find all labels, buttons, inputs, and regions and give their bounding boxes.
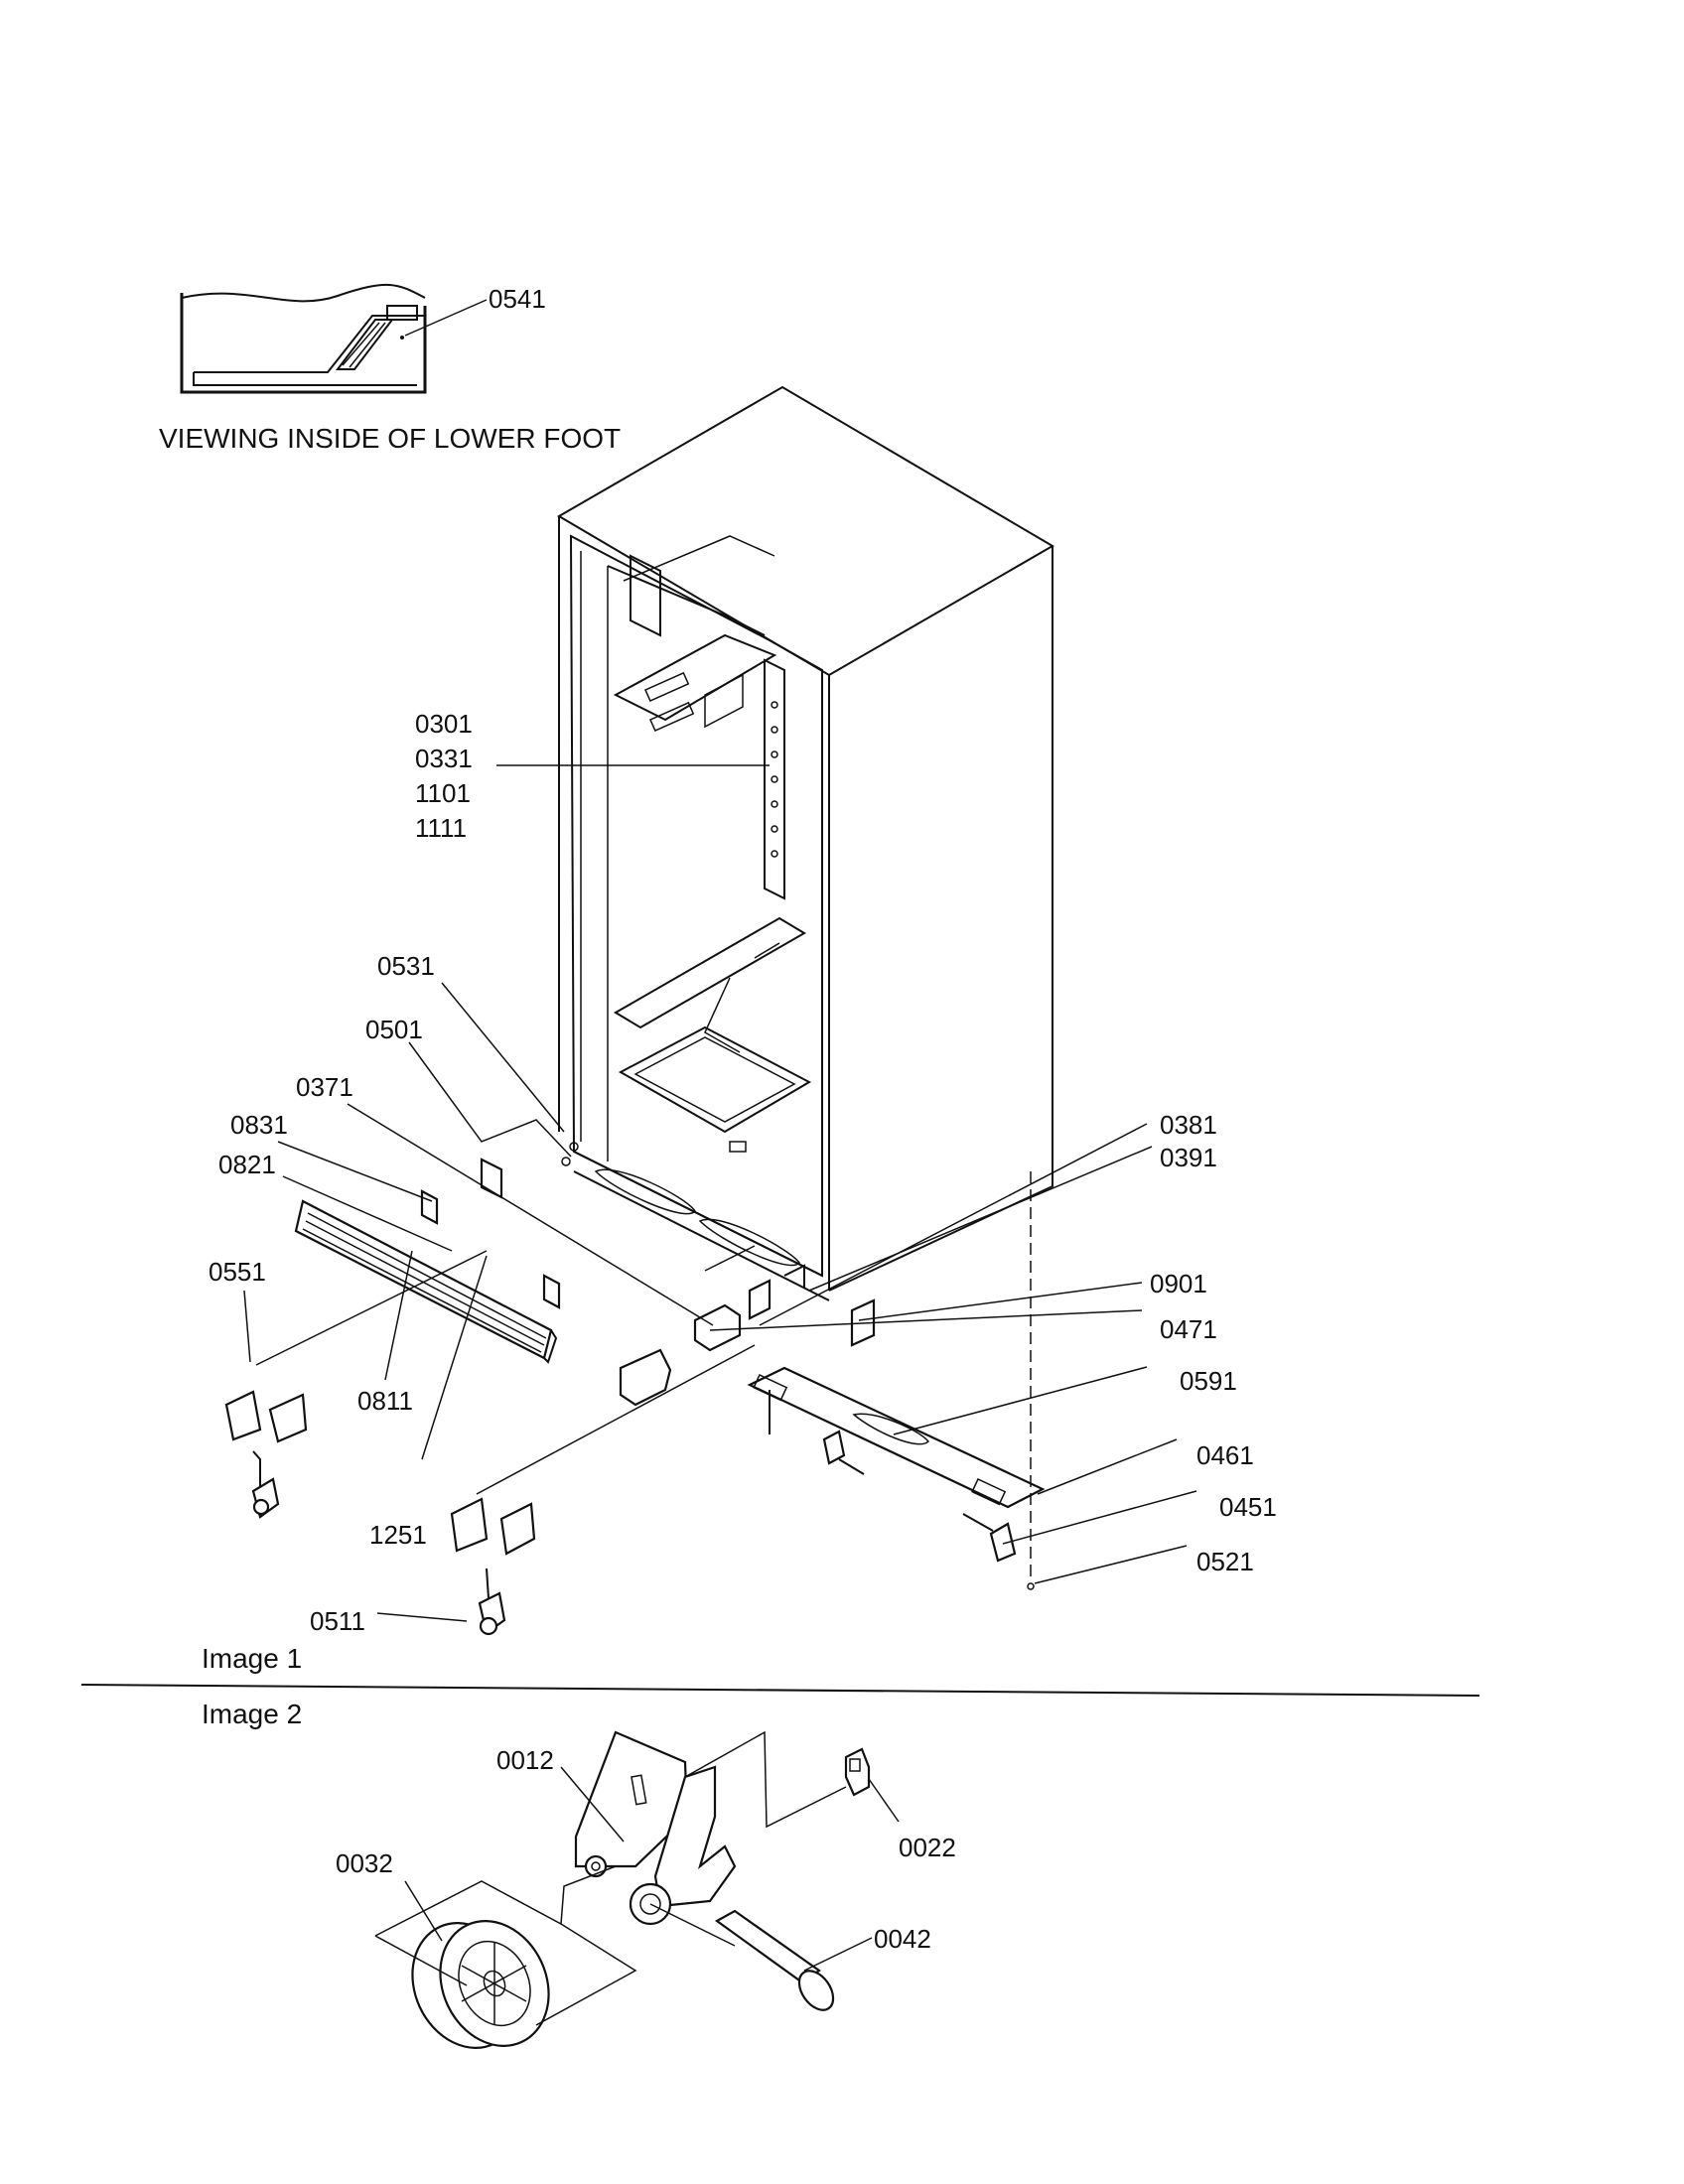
label-0042: 0042 [874,1924,931,1954]
image1-labels: 0301 0331 1101 1111 0531 0501 0371 0831 … [202,709,1277,1674]
label-0551: 0551 [209,1257,266,1287]
label-1251: 1251 [369,1520,427,1550]
front-roller-left [224,1390,308,1519]
toe-grille-bracket [619,1348,672,1407]
hinge-strip-holes [771,701,778,858]
label-0471: 0471 [1160,1314,1217,1344]
label-0381: 0381 [1160,1110,1217,1140]
label-0541: 0541 [489,284,546,314]
front-grille-0811 [294,1199,558,1364]
leader-lines-image1 [243,764,1197,1622]
label-1111: 1111 [415,813,467,843]
section-divider [80,1684,1480,1697]
inset-lower-foot: 0541 VIEWING INSIDE OF LOWER FOOT [159,284,621,454]
label-0451: 0451 [1219,1492,1277,1522]
label-0461: 0461 [1196,1440,1254,1470]
hinge-bottom-assembly [693,1245,805,1352]
label-0501: 0501 [365,1015,423,1044]
image2-title: Image 2 [202,1699,302,1729]
label-0032: 0032 [336,1848,393,1878]
label-0022: 0022 [899,1833,956,1862]
label-0391: 0391 [1160,1143,1217,1172]
label-0591: 0591 [1180,1366,1237,1396]
label-0531: 0531 [377,951,435,981]
image1-title: Image 1 [202,1643,302,1674]
label-0521: 0521 [1196,1547,1254,1576]
label-0511: 0511 [310,1606,365,1636]
label-0901: 0901 [1150,1269,1207,1298]
front-roller-right [450,1497,536,1636]
label-1101: 1101 [415,778,471,808]
label-0821: 0821 [218,1150,276,1179]
inset-caption: VIEWING INSIDE OF LOWER FOOT [159,423,621,454]
label-0371: 0371 [296,1072,353,1102]
axle-pin-0042 [714,1909,835,2011]
image2-roller-assembly: Image 2 [202,1699,956,2049]
wheel-0032 [411,1920,550,2049]
refrigerator-cabinet [557,385,1054,1301]
label-0811: 0811 [357,1386,413,1416]
label-0012: 0012 [496,1745,554,1775]
rear-bracket-0591 [747,1171,1046,1590]
label-0831: 0831 [230,1110,288,1140]
label-0301: 0301 [415,709,473,739]
label-0331: 0331 [415,744,473,773]
